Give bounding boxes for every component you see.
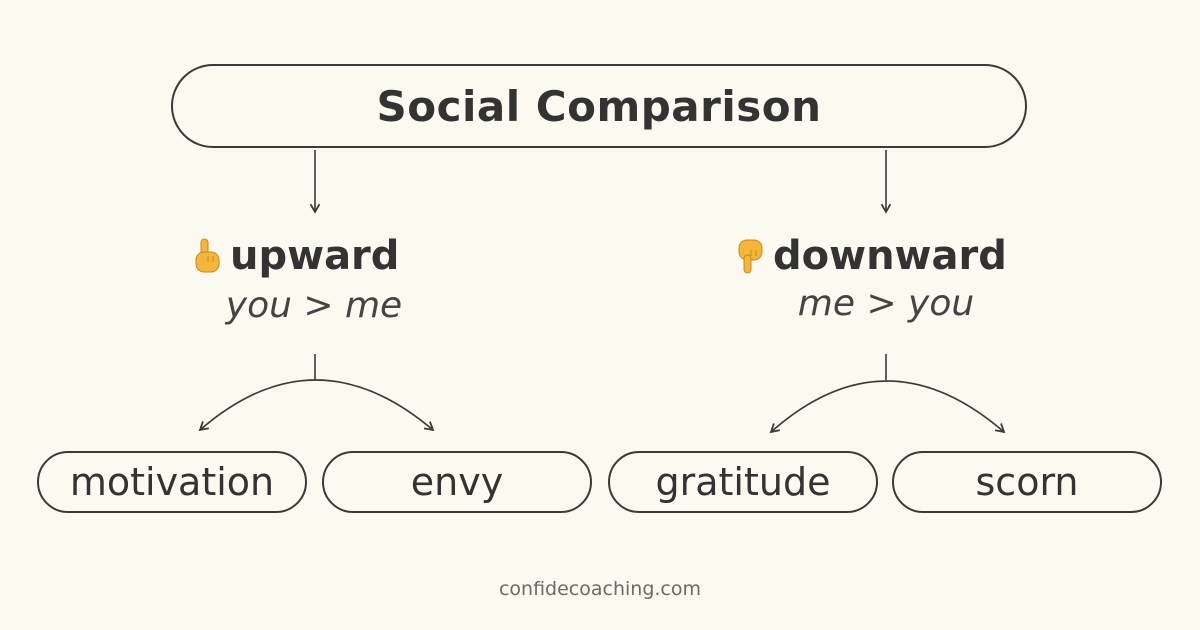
footer-website: confidecoaching.com (498, 578, 702, 600)
branch-label-downward: downward (773, 233, 1007, 279)
pointing-down-hand-icon (733, 237, 767, 275)
branch-label-upward: upward (230, 233, 400, 279)
outcome-motivation: motivation (37, 451, 307, 513)
relation-downward: me > you (797, 283, 975, 324)
diagram-title: Social Comparison (376, 81, 822, 131)
downward-split-arrow (769, 380, 1006, 434)
title-box: Social Comparison (171, 64, 1027, 148)
relation-upward: you > me (225, 285, 403, 326)
branch-upward: upward (190, 233, 399, 279)
outcome-envy: envy (322, 451, 592, 513)
pointing-up-hand-icon (190, 237, 224, 275)
outcome-scorn: scorn (892, 451, 1162, 513)
branch-downward: downward (733, 233, 1007, 279)
outcome-gratitude: gratitude (608, 451, 878, 513)
upward-split-arrow (198, 379, 435, 432)
